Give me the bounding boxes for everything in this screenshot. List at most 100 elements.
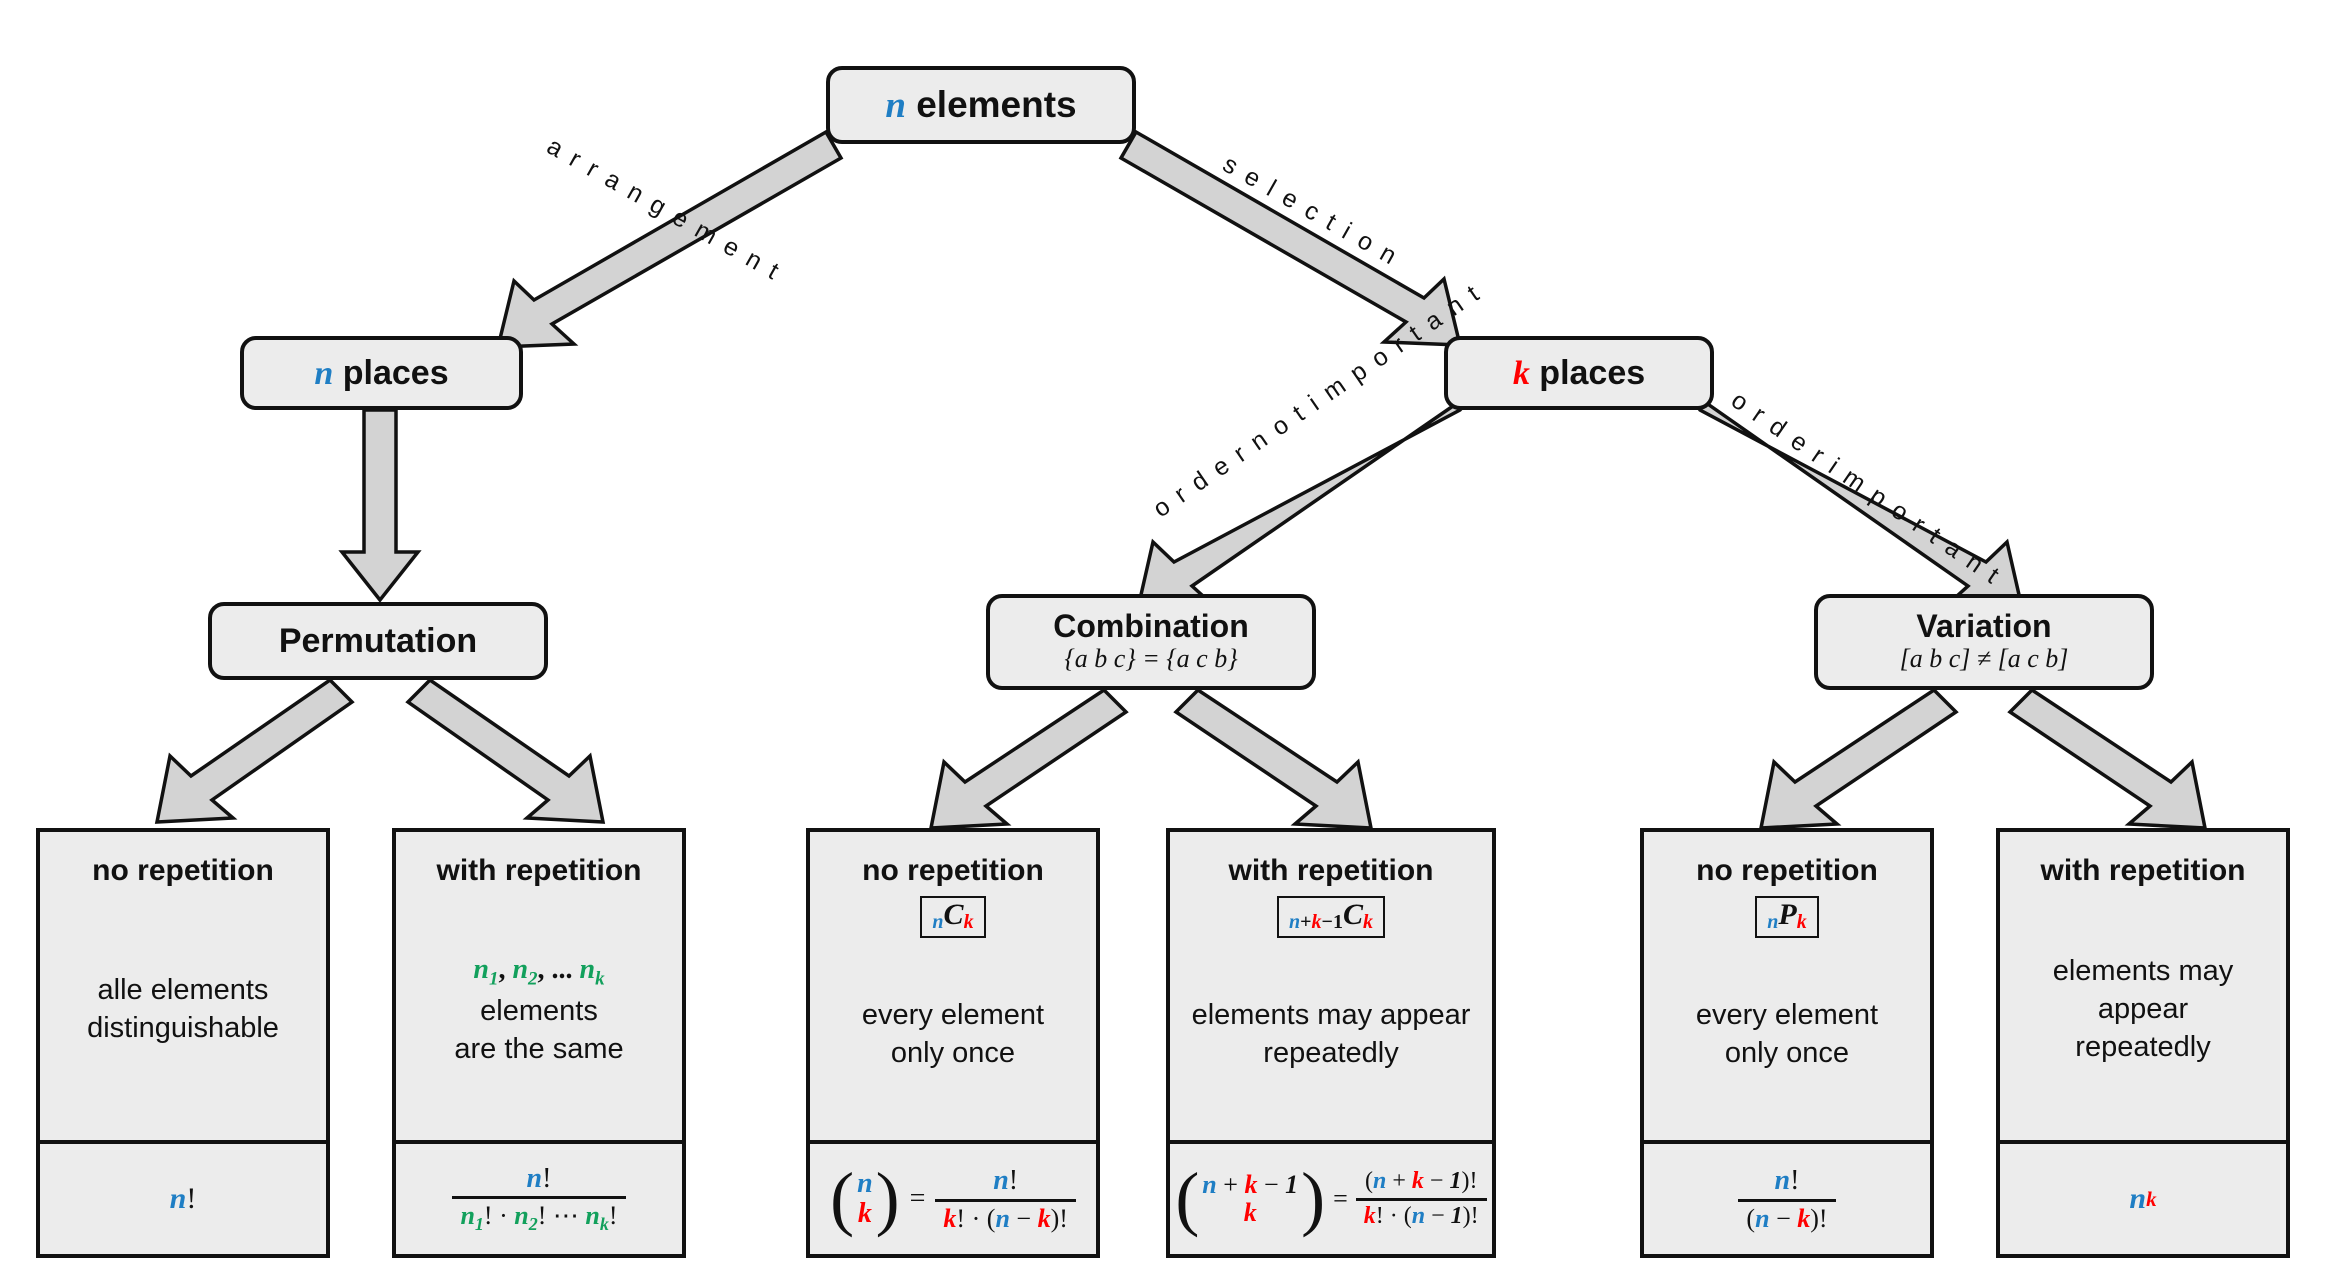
symbol-plus: + [1300, 911, 1312, 933]
fraction: (n + k − 1)! k! · (n − 1)! [1355, 1168, 1487, 1229]
desc-line-1: elements may appear [2052, 954, 2234, 1025]
arrow-nplaces-permutation [338, 408, 422, 603]
symbol-n: n [585, 1201, 600, 1231]
leaf-header: with repetition [436, 854, 642, 887]
leaf-variation-no-repetition[interactable]: no repetition nPk every element only onc… [1640, 828, 1934, 1258]
symbol-n: n [473, 953, 489, 985]
leaf-formula: ( n k ) = n! k! · (n − k)! [810, 1140, 1096, 1254]
fraction-numerator: n! [985, 1166, 1026, 1198]
symbol-one: 1 [1285, 1170, 1299, 1200]
symbol-n: n [1411, 1202, 1426, 1229]
symbol-factorial: ! [542, 1162, 552, 1194]
symbol-one: 1 [1449, 1168, 1462, 1195]
symbol-n: n [857, 1168, 873, 1200]
node-variation-subtitle: [a b c] ≠ [a c b] [1899, 643, 2069, 673]
symbol-n: n [526, 1162, 543, 1194]
subscript-2: 2 [528, 1214, 538, 1235]
symbol-factorial: ! [1470, 1202, 1479, 1229]
symbol-k-exponent: k [2146, 1186, 2157, 1211]
symbol-lparen: ( [1175, 1158, 1200, 1239]
symbol-one: 1 [1450, 1202, 1463, 1229]
fraction-denominator: n1! · n2! ⋯ nk! [452, 1196, 626, 1235]
leaf-header: no repetition [862, 854, 1044, 887]
symbol-k: k [1037, 1203, 1051, 1233]
binomial-top: n + k − 1 [1202, 1171, 1298, 1199]
symbol-dot: · [1389, 1202, 1398, 1229]
symbol-k: k [1363, 1202, 1376, 1229]
node-n-places[interactable]: n places [240, 336, 523, 410]
node-combination[interactable]: Combination {a b c} = {a c b} [986, 594, 1316, 690]
leaf-formula: n! n1! · n2! ⋯ nk! [396, 1140, 682, 1254]
node-variation[interactable]: Variation [a b c] ≠ [a c b] [1814, 594, 2154, 690]
symbol-n: n [512, 953, 529, 985]
symbol-rparen: ) [1301, 1158, 1326, 1239]
arrow-selection [1118, 129, 1463, 347]
symbol-k: k [1796, 911, 1807, 933]
symbol-minus: − [1776, 1203, 1791, 1233]
symbol-k: k [1244, 1170, 1258, 1200]
fraction-denominator: (n − k)! [1738, 1198, 1836, 1233]
subscript-2: 2 [528, 968, 538, 990]
node-k-places-label: k places [1513, 354, 1645, 393]
leaf-description: n1, n2, ... nk elements are the same [406, 950, 672, 1068]
symbol-equals: = [1333, 1184, 1348, 1213]
leaf-body: with repetition elements may appear repe… [2000, 832, 2286, 1140]
desc-line-1: elements may appear [1191, 998, 1471, 1031]
fraction-numerator: n! [1767, 1166, 1808, 1198]
leaf-combination-no-repetition[interactable]: no repetition nCk every element only onc… [806, 828, 1100, 1258]
fraction-numerator: n! [519, 1164, 560, 1196]
symbol-factorial: ! [1469, 1168, 1478, 1195]
node-n-elements[interactable]: n elements [826, 66, 1136, 144]
binomial-coefficient: ( n + k − 1 k ) [1175, 1158, 1326, 1239]
symbol-k: k [1362, 911, 1373, 933]
leaf-description: elements may appear repeatedly [2010, 952, 2276, 1067]
fraction: n! n1! · n2! ⋯ nk! [452, 1164, 626, 1235]
arrow-perm-with-repetition [405, 677, 606, 824]
symbol-factorial: ! [608, 1201, 618, 1231]
symbol-factorial: ! [483, 1201, 493, 1231]
binomial-stack: n k [854, 1169, 876, 1228]
leaf-description: every element only once [1688, 996, 1886, 1073]
desc-line-1: elements [480, 994, 598, 1027]
leaf-permutation-with-repetition[interactable]: with repetition n1, n2, ... nk elements … [392, 828, 686, 1258]
node-n-elements-label: n elements [885, 84, 1076, 127]
symbol-minus: − [1263, 1170, 1279, 1200]
symbol-k: k [1411, 1168, 1424, 1195]
symbol-n: n [314, 354, 334, 392]
symbol-n: n [1289, 911, 1301, 933]
symbol-plus: + [1223, 1170, 1238, 1200]
node-permutation[interactable]: Permutation [208, 602, 548, 680]
symbol-ellipsis: ⋯ [552, 1201, 579, 1231]
symbol-equals: = [909, 1183, 926, 1214]
node-permutation-title: Permutation [278, 621, 478, 660]
leaf-body: with repetition n1, n2, ... nk elements … [396, 832, 682, 1140]
leaf-permutation-no-repetition[interactable]: no repetition alle elements distinguisha… [36, 828, 330, 1258]
symbol-k: k [963, 911, 974, 933]
leaf-header: no repetition [1696, 854, 1878, 887]
subscript-1: 1 [488, 968, 499, 990]
node-combination-subtitle: {a b c} = {a c b} [1064, 643, 1238, 673]
leaf-header: with repetition [2040, 854, 2246, 887]
symbol-n: n [993, 1165, 1009, 1197]
symbol-n: n [169, 1182, 187, 1215]
symbol-k: k [1311, 911, 1322, 933]
symbol-n: n [995, 1203, 1010, 1233]
leaf-description: elements may appear repeatedly [1184, 996, 1479, 1073]
leaf-variation-with-repetition[interactable]: with repetition elements may appear repe… [1996, 828, 2290, 1258]
node-combination-title: Combination [1053, 608, 1249, 645]
symbol-n: n [885, 84, 906, 126]
leaf-formula: n! [40, 1140, 326, 1254]
leaf-formula: ( n + k − 1 k ) = (n + k − 1)! k! · (n −… [1170, 1140, 1492, 1254]
leaf-combination-with-repetition[interactable]: with repetition n+k−1Ck elements may app… [1166, 828, 1496, 1258]
node-n-elements-text: elements [916, 83, 1077, 125]
symbol-minus: − [1016, 1203, 1032, 1233]
symbol-rparen: ) [875, 1158, 900, 1239]
leaf-description: alle elements distinguishable [79, 971, 287, 1048]
symbol-factorial: ! [186, 1182, 197, 1215]
symbol-C: C [943, 898, 964, 931]
node-k-places[interactable]: k places [1444, 336, 1714, 410]
arrow-perm-no-repetition [154, 677, 355, 824]
fraction-numerator: (n + k − 1)! [1364, 1168, 1478, 1195]
symbol-k: k [1243, 1198, 1257, 1227]
